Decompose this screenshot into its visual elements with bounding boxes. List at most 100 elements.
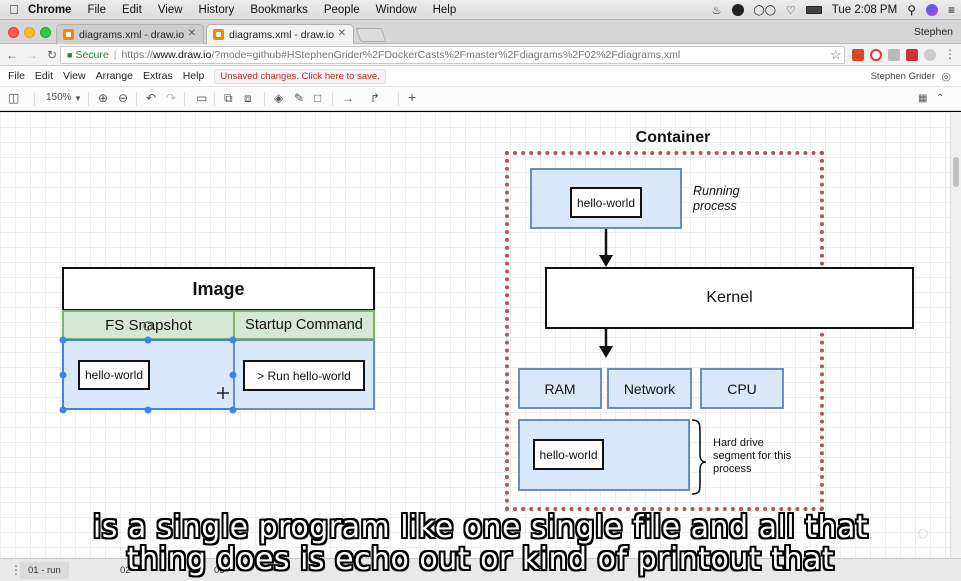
- zoom-in-icon[interactable]: ⊕: [98, 91, 109, 105]
- drawio-menu-view[interactable]: View: [63, 70, 86, 82]
- page-tab-2[interactable]: 02 -: [120, 565, 137, 576]
- cpu-box[interactable]: CPU: [700, 368, 784, 409]
- account-menu[interactable]: Stephen Grider: [870, 71, 935, 82]
- apple-icon[interactable]: : [0, 2, 28, 17]
- menu-window[interactable]: Window: [375, 3, 417, 16]
- notification-center-icon[interactable]: ≡: [947, 3, 955, 17]
- toolbar-divider: [264, 92, 265, 106]
- menu-bookmarks[interactable]: Bookmarks: [250, 3, 308, 16]
- menu-people[interactable]: People: [323, 3, 360, 16]
- zoom-out-icon[interactable]: ⊖: [118, 91, 129, 105]
- menu-edit[interactable]: Edit: [121, 3, 142, 16]
- redo-icon[interactable]: ↷: [166, 91, 177, 105]
- subtitle-line-1: is a single program like one single file…: [92, 510, 869, 545]
- lock-icon: ■: [67, 50, 73, 60]
- format-panel-icon[interactable]: ◫: [8, 91, 20, 105]
- line-color-icon[interactable]: ✎: [294, 91, 305, 105]
- clock[interactable]: Tue 2:08 PM: [831, 4, 898, 16]
- to-back-icon[interactable]: ⧈: [244, 91, 252, 105]
- unsaved-changes-button[interactable]: Unsaved changes. Click here to save.: [214, 68, 386, 84]
- close-tab-icon[interactable]: ✕: [337, 28, 346, 39]
- delete-icon[interactable]: ▭: [196, 91, 208, 105]
- scrollbar-thumb[interactable]: [953, 157, 959, 187]
- profile-name[interactable]: Stephen: [913, 26, 953, 38]
- image-title-cell[interactable]: Image: [62, 267, 375, 311]
- extension-icon-5[interactable]: [924, 49, 936, 61]
- wifi-icon[interactable]: ♡: [785, 4, 796, 17]
- fs-snapshot-header[interactable]: FS Snapshot: [62, 310, 235, 340]
- process-hello-world-box[interactable]: hello-world: [570, 187, 642, 218]
- run-hello-world-box[interactable]: > Run hello-world: [243, 360, 365, 391]
- undo-icon[interactable]: ↶: [146, 91, 157, 105]
- insert-icon[interactable]: +: [408, 89, 417, 105]
- menu-app-name[interactable]: Chrome: [28, 3, 72, 16]
- extension-icon-4[interactable]: [906, 49, 918, 61]
- minimize-window-icon[interactable]: [24, 27, 35, 38]
- vertical-scrollbar[interactable]: [950, 112, 961, 558]
- page-tab-1[interactable]: 01 - run: [20, 562, 69, 579]
- tray-app-icon[interactable]: ♨: [711, 4, 722, 17]
- fullscreen-icon[interactable]: ▦: [918, 93, 928, 104]
- network-box[interactable]: Network: [607, 368, 692, 409]
- toolbar-divider: [332, 92, 333, 106]
- image-title: Image: [192, 278, 245, 299]
- zoom-window-icon[interactable]: [40, 27, 51, 38]
- drawio-menu-extras[interactable]: Extras: [142, 70, 173, 82]
- hard-drive-label: Hard drive segment for this process: [713, 437, 792, 475]
- spotlight-search-icon[interactable]: ⚲: [907, 3, 916, 17]
- collapse-icon[interactable]: ⌃: [936, 93, 945, 104]
- battery-icon[interactable]: [805, 6, 822, 14]
- menu-history[interactable]: History: [198, 3, 235, 16]
- chrome-menu-icon[interactable]: ⋮: [944, 47, 956, 61]
- to-front-icon[interactable]: ⧉: [224, 91, 233, 105]
- tray-record-icon[interactable]: [731, 4, 744, 16]
- siri-icon[interactable]: [925, 4, 938, 16]
- waypoints-icon[interactable]: ↱: [370, 91, 381, 105]
- browser-tab-2[interactable]: diagrams.xml - draw.io ✕: [206, 24, 354, 44]
- forward-icon[interactable]: →: [26, 47, 38, 62]
- close-window-icon[interactable]: [8, 27, 19, 38]
- drawio-favicon-icon: [63, 29, 74, 40]
- close-tab-icon[interactable]: ✕: [187, 28, 196, 39]
- shadow-icon[interactable]: □: [314, 91, 322, 105]
- container-title[interactable]: Container: [635, 129, 711, 146]
- opera-icon[interactable]: [870, 49, 882, 61]
- zoom-select[interactable]: 150%: [46, 92, 72, 103]
- extension-icon-1[interactable]: [852, 49, 864, 61]
- zoom-dropdown-icon[interactable]: ▼: [74, 94, 82, 103]
- css-extension-icon[interactable]: [888, 49, 900, 61]
- browser-tab-strip: diagrams.xml - draw.io ✕ diagrams.xml - …: [0, 20, 961, 44]
- ram-box[interactable]: RAM: [518, 368, 602, 409]
- pages-menu-icon[interactable]: ⋮: [10, 563, 22, 577]
- diagram-canvas[interactable]: Image FS Snapshot Startup Command hello-…: [0, 112, 950, 558]
- drawio-menu-help[interactable]: Help: [182, 70, 205, 82]
- running-process-label: Running process: [693, 184, 740, 213]
- glasses-icon[interactable]: ◯◯: [753, 4, 776, 16]
- drawio-menu-edit[interactable]: Edit: [34, 70, 54, 82]
- new-tab-button[interactable]: [355, 28, 387, 42]
- toolbar-divider: [184, 92, 185, 106]
- menu-view[interactable]: View: [157, 3, 183, 16]
- menu-help[interactable]: Help: [432, 3, 457, 16]
- secure-label: Secure: [75, 49, 109, 61]
- startup-command-header[interactable]: Startup Command: [233, 310, 375, 340]
- address-toolbar: ← → ↻ ■ Secure | https:// www.draw.io /?…: [0, 44, 961, 66]
- menu-file[interactable]: File: [87, 3, 106, 16]
- kernel-box[interactable]: Kernel: [545, 267, 914, 329]
- page-tab-3[interactable]: 03: [214, 565, 225, 576]
- disk-hello-world-box[interactable]: hello-world: [533, 439, 604, 470]
- browser-tab-1[interactable]: diagrams.xml - draw.io ✕: [56, 24, 204, 44]
- container-border[interactable]: [505, 151, 824, 511]
- connection-icon[interactable]: →: [342, 91, 354, 105]
- cpu-label: CPU: [727, 380, 757, 397]
- fill-color-icon[interactable]: ◈: [274, 91, 284, 105]
- url-bar[interactable]: ■ Secure | https:// www.draw.io /?mode=g…: [60, 46, 845, 64]
- globe-icon[interactable]: ◎: [941, 71, 951, 83]
- drawio-menu-arrange[interactable]: Arrange: [95, 70, 133, 82]
- drawio-menu-file[interactable]: File: [8, 70, 25, 82]
- macos-menu-bar:  Chrome File Edit View History Bookmark…: [0, 0, 961, 20]
- reload-icon[interactable]: ↻: [46, 47, 58, 62]
- fs-hello-world-box[interactable]: hello-world: [78, 360, 150, 390]
- back-icon[interactable]: ←: [6, 47, 18, 62]
- bookmark-star-icon[interactable]: ☆: [830, 47, 842, 62]
